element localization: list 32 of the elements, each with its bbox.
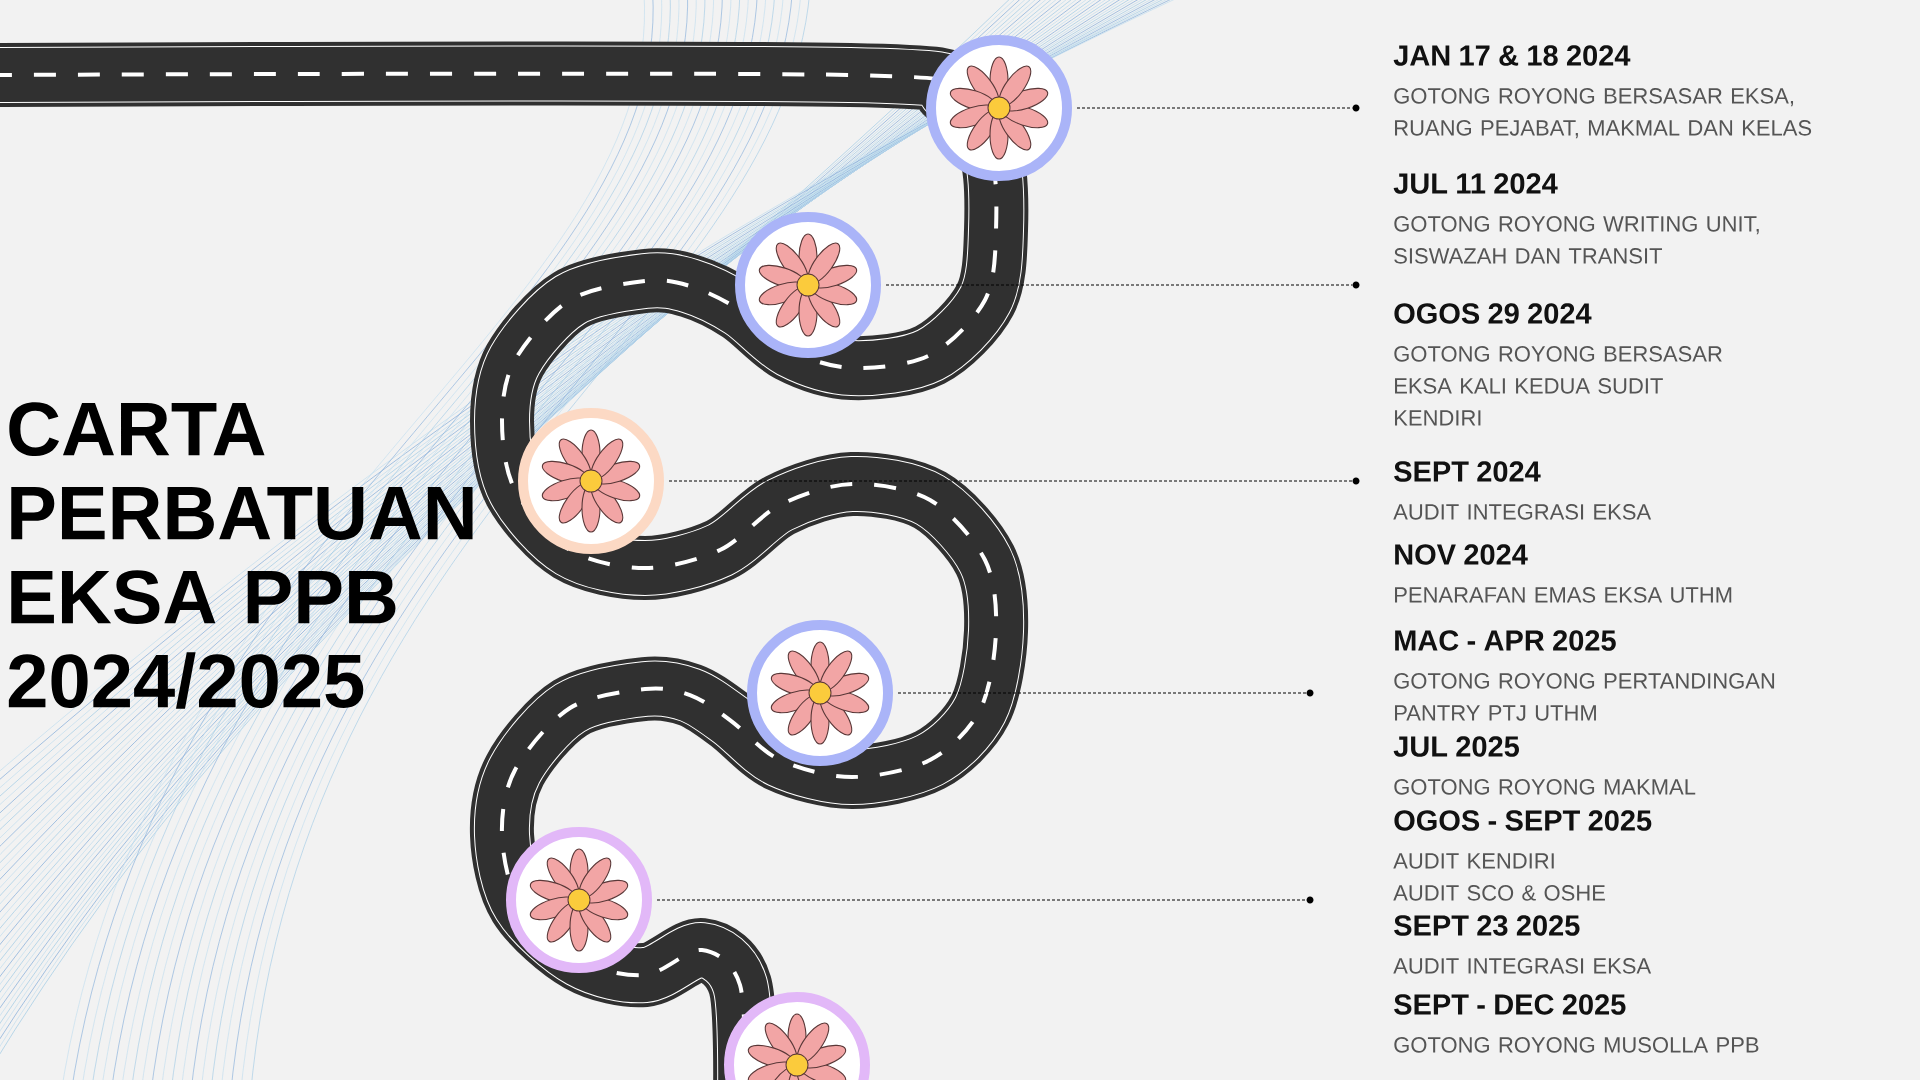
event-description: GOTONG ROYONG BERSASAR EKSA, RUANG PEJABAT, MAKMAL DAN KELAS <box>1394 88 1812 139</box>
date-heading: SEPT 23 2025 <box>1394 915 1580 936</box>
flower-icon <box>518 408 664 554</box>
flower-icon <box>506 827 652 973</box>
date-heading: JAN 17 & 18 2024 <box>1393 45 1631 66</box>
event-description: GOTONG ROYONG PERTANDINGAN PANTRY PTJ UTHM <box>1394 673 1775 721</box>
date-heading: OGOS - SEPT 2025 <box>1394 810 1652 831</box>
event-description: GOTONG ROYONG MUSOLLA PPB <box>1394 1037 1759 1053</box>
flower-icon <box>735 212 881 358</box>
event-description: AUDIT INTEGRASI EKSA <box>1393 504 1652 520</box>
event-description: AUDIT INTEGRASI EKSA <box>1393 958 1652 974</box>
date-heading: JUL 11 2024 <box>1393 173 1558 194</box>
date-heading: MAC - APR 2025 <box>1395 630 1616 651</box>
event-description: GOTONG ROYONG WRITING UNIT, SISWAZAH DAN TRANSIT <box>1394 216 1759 264</box>
leader-line <box>1076 107 1353 109</box>
leader-line <box>885 284 1353 286</box>
flower-icon <box>747 620 893 766</box>
date-heading: JUL 2025 <box>1393 736 1519 757</box>
event-description: AUDIT KENDIRI AUDIT SCO & OSHE <box>1393 853 1605 901</box>
flower-icon <box>926 35 1072 181</box>
date-heading: OGOS 29 2024 <box>1394 303 1592 324</box>
leader-line <box>656 899 1307 901</box>
flower-icon <box>724 992 870 1080</box>
title: CARTA PERBATUAN EKSA PPB 2024/2025 <box>8 402 473 709</box>
date-heading: SEPT - DEC 2025 <box>1394 994 1626 1015</box>
date-heading: SEPT 2024 <box>1394 461 1541 482</box>
event-description: GOTONG ROYONG BERSASAR EKSA KALI KEDUA SUDIT KENDIRI <box>1394 346 1722 426</box>
leader-line <box>897 692 1307 694</box>
event-description: GOTONG ROYONG MAKMAL <box>1394 779 1696 795</box>
date-heading: NOV 2024 <box>1395 544 1528 565</box>
event-description: PENARAFAN EMAS EKSA UTHM <box>1395 587 1732 603</box>
leader-line <box>668 480 1353 482</box>
